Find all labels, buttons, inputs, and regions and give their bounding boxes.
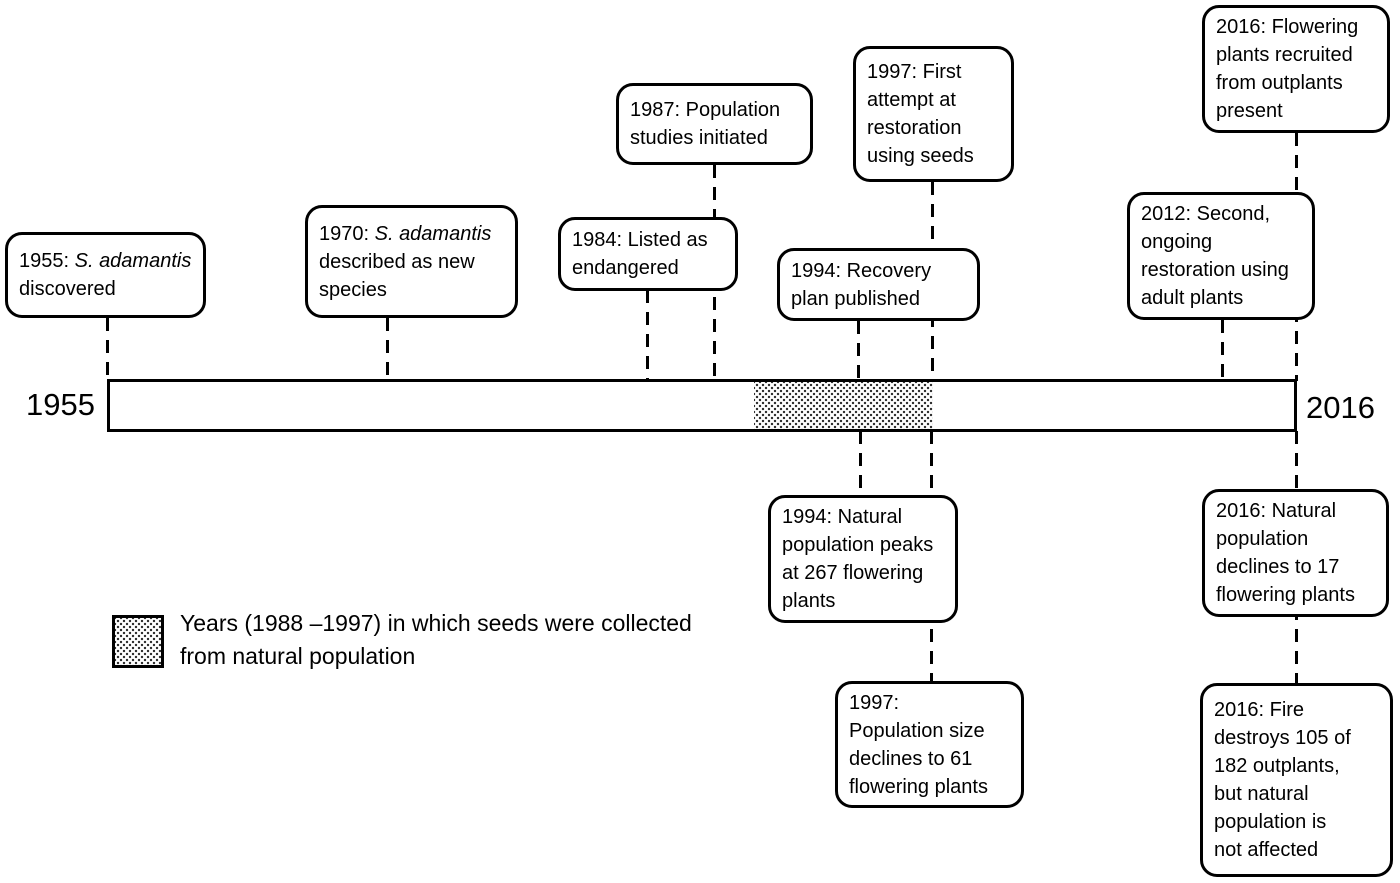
- event-box-1984-endangered: 1984: Listed as endangered: [558, 217, 738, 291]
- event-box-1955-discovered: 1955: S. adamantis discovered: [5, 232, 206, 318]
- connector-1955-line: [106, 318, 109, 381]
- event-box-1997-first-restoration: 1997: First attempt at restoration using…: [853, 46, 1014, 182]
- event-text-1955-discovered: 1955: S. adamantis discovered: [19, 247, 191, 303]
- event-box-2016-decline-17: 2016: Natural population declines to 17 …: [1202, 489, 1389, 617]
- event-box-1994-recovery-plan: 1994: Recovery plan published: [777, 248, 980, 321]
- timeline-start-label: 1955: [26, 387, 95, 422]
- timeline-end-label: 2016: [1306, 390, 1375, 425]
- event-text-2012-second-restoration: 2012: Second, ongoing restoration using …: [1141, 203, 1289, 309]
- event-box-2016-flowering-recruited: 2016: Flowering plants recruited from ou…: [1202, 5, 1390, 133]
- event-text-1984-endangered: 1984: Listed as endangered: [572, 229, 708, 279]
- event-year-prefix: 1955:: [19, 250, 75, 272]
- legend-swatch-icon: [112, 615, 164, 668]
- event-text-1994-population-peak: 1994: Natural population peaks at 267 fl…: [782, 506, 934, 612]
- event-text-2016-fire: 2016: Fire destroys 105 of 182 outplants…: [1214, 699, 1351, 861]
- event-box-1994-population-peak: 1994: Natural population peaks at 267 fl…: [768, 495, 958, 623]
- event-text-1994-recovery-plan: 1994: Recovery plan published: [791, 259, 932, 310]
- event-box-2012-second-restoration: 2012: Second, ongoing restoration using …: [1127, 192, 1315, 320]
- event-year-prefix: 1970:: [319, 222, 375, 245]
- event-text-1987-studies: 1987: Population studies initiated: [630, 99, 781, 149]
- connector-1994-peak-line: [859, 431, 862, 495]
- event-description: described as new species: [319, 250, 475, 301]
- event-description: discovered: [19, 278, 116, 300]
- connector-1984-line: [646, 290, 649, 381]
- timeline-bar: [107, 379, 1297, 432]
- connector-1970-line: [386, 318, 389, 381]
- event-text-1997-decline-61: 1997: Population size declines to 61 flo…: [849, 691, 988, 798]
- seed-collection-period-shade: [754, 382, 933, 429]
- event-box-1987-studies: 1987: Population studies initiated: [616, 83, 813, 165]
- event-box-1997-decline-61: 1997: Population size declines to 61 flo…: [835, 681, 1024, 808]
- event-text-1970-described: 1970: S. adamantis described as new spec…: [319, 220, 491, 304]
- event-box-2016-fire: 2016: Fire destroys 105 of 182 outplants…: [1200, 683, 1393, 877]
- species-name: S. adamantis: [74, 250, 192, 272]
- event-box-1970-described: 1970: S. adamantis described as new spec…: [305, 205, 518, 318]
- event-text-2016-flowering-recruited: 2016: Flowering plants recruited from ou…: [1216, 16, 1359, 122]
- species-name: S. adamantis: [374, 222, 492, 245]
- event-text-2016-decline-17: 2016: Natural population declines to 17 …: [1216, 500, 1355, 606]
- event-text-1997-first-restoration: 1997: First attempt at restoration using…: [867, 61, 974, 167]
- connector-1994-recovery-line: [857, 321, 860, 381]
- connector-2012-line: [1221, 320, 1224, 381]
- legend-text: Years (1988 –1997) in which seeds were c…: [180, 610, 692, 669]
